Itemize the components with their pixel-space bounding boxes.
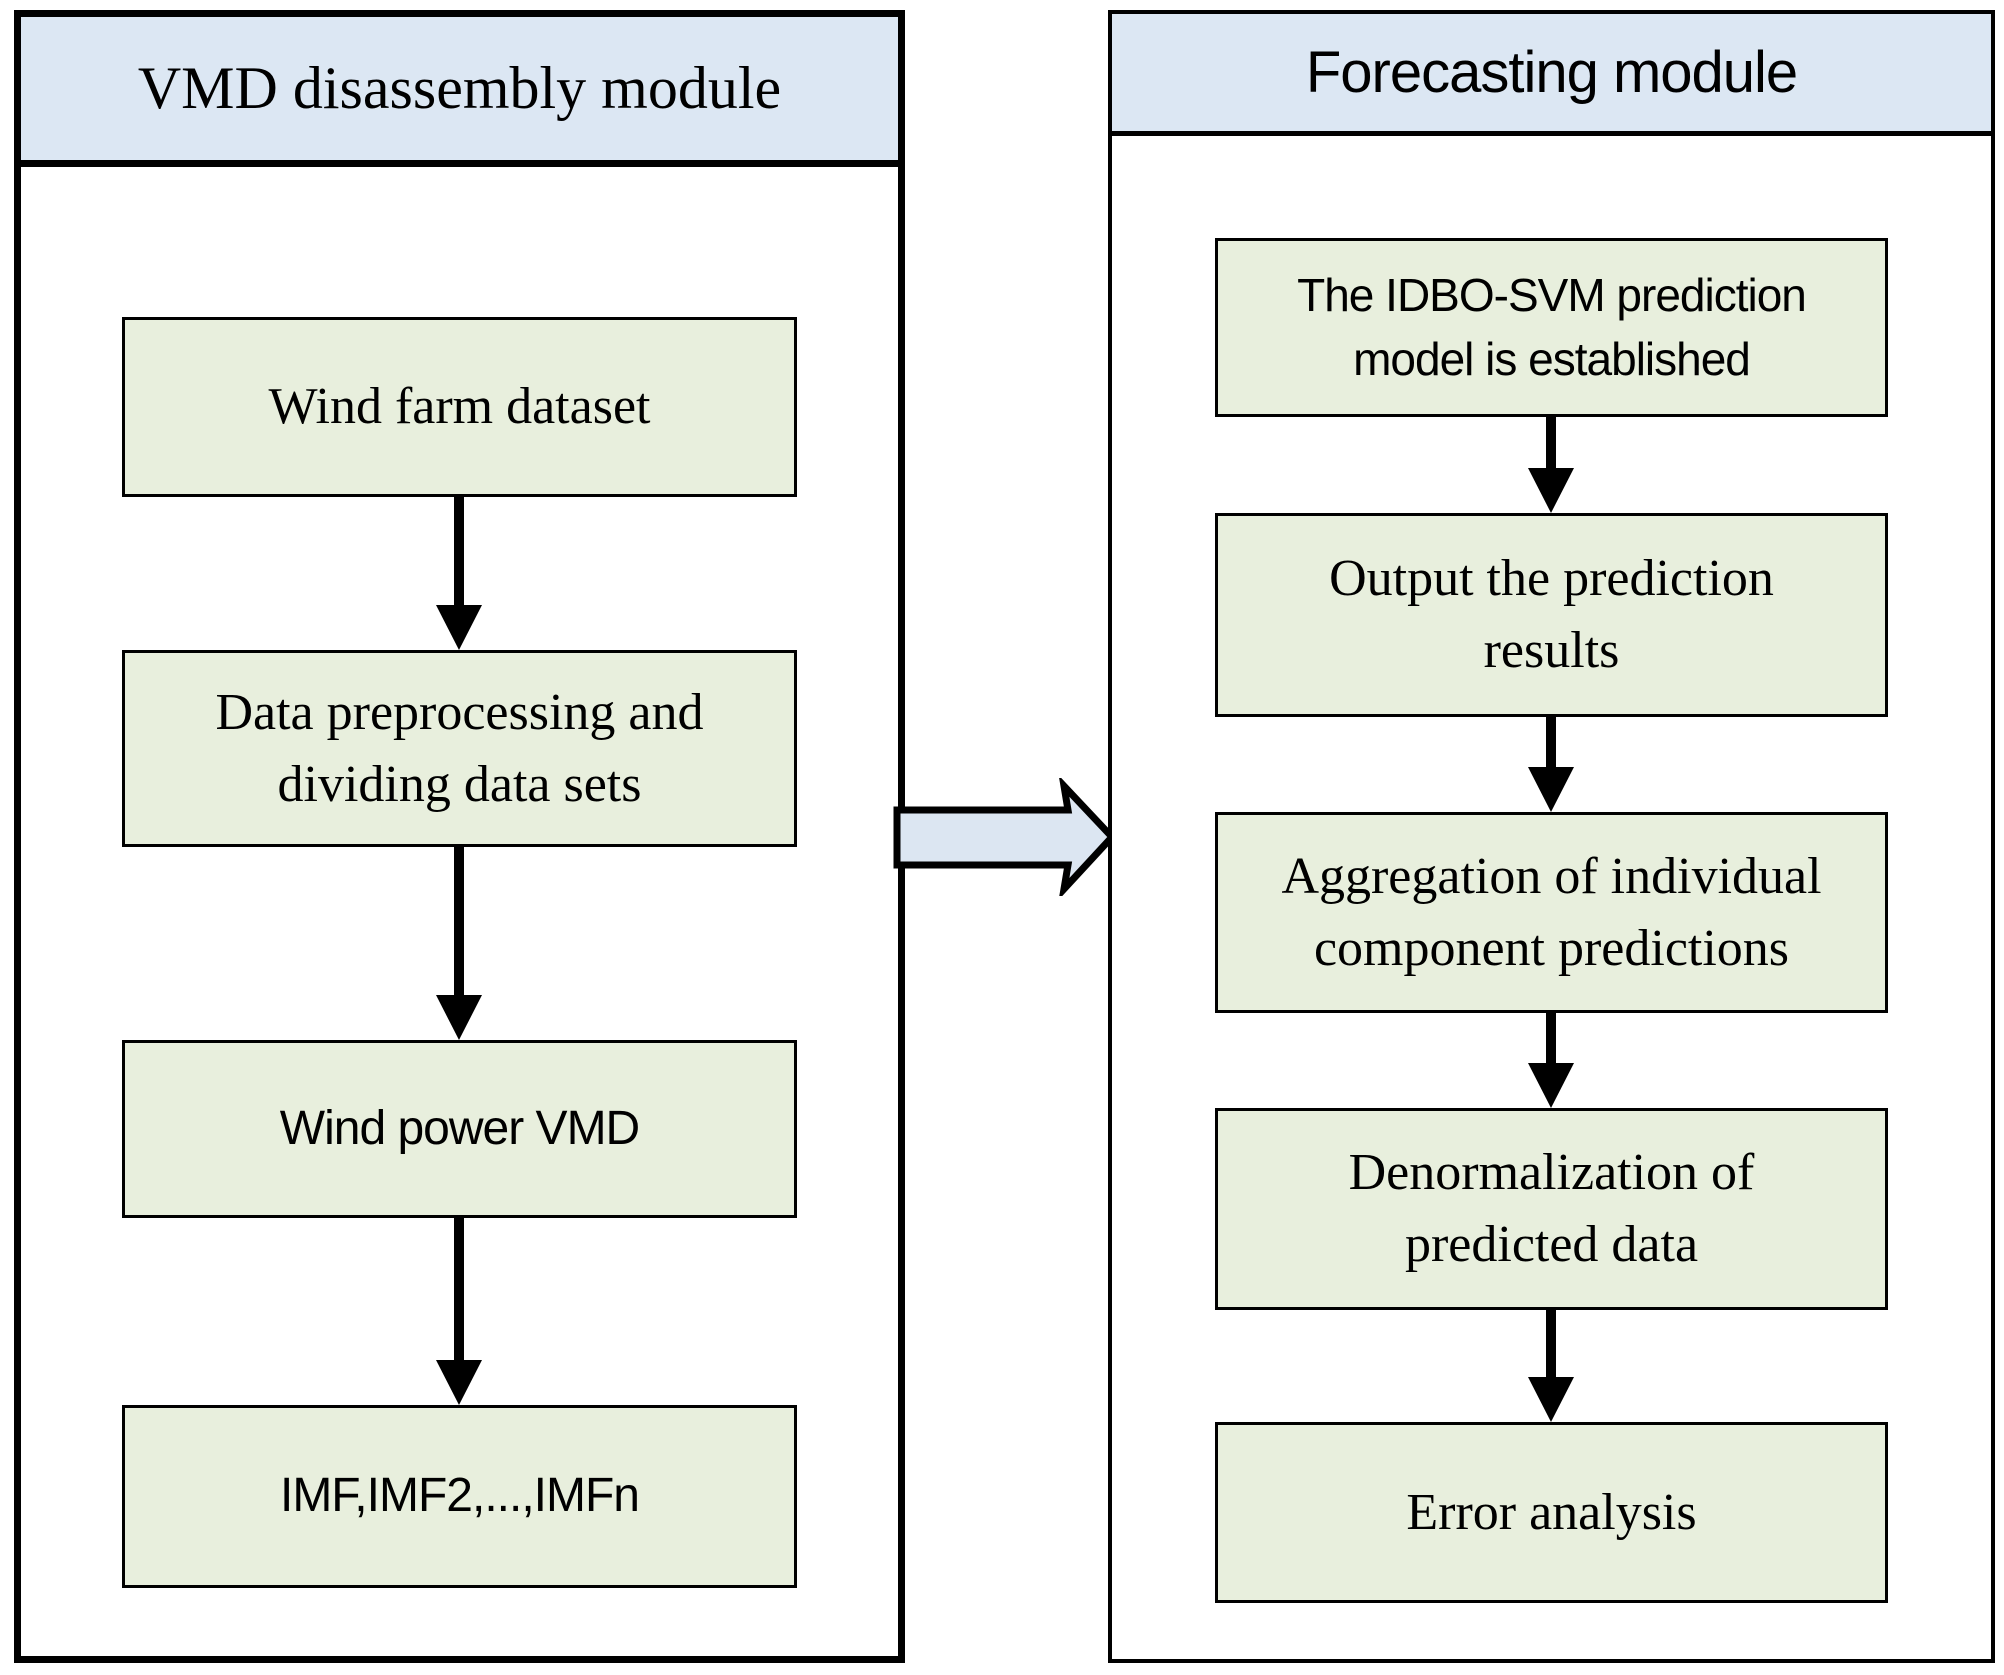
box-aggregation-predictions: Aggregation of individual component pred…: [1215, 812, 1888, 1013]
module-vmd-title: VMD disassembly module: [137, 55, 782, 121]
module-connector-arrow-icon: [893, 778, 1117, 896]
flow-arrow-down: [436, 497, 482, 650]
flow-arrow-down: [436, 847, 482, 1040]
flow-arrow-down: [1528, 717, 1574, 812]
arrow-head-icon: [436, 1360, 482, 1405]
flow-arrow-down: [1528, 1310, 1574, 1422]
box-aggregation-predictions-label: Aggregation of individual component pred…: [1281, 847, 1822, 977]
flow-arrow-down: [436, 1218, 482, 1405]
box-data-preprocessing: Data preprocessing and dividing data set…: [122, 650, 797, 847]
box-denormalization: Denormalization of predicted data: [1215, 1108, 1888, 1310]
box-error-analysis: Error analysis: [1215, 1422, 1888, 1603]
arrow-head-icon: [436, 995, 482, 1040]
box-wind-farm-dataset: Wind farm dataset: [122, 317, 797, 497]
flow-arrow-down: [1528, 417, 1574, 513]
module-forecasting-title: Forecasting module: [1305, 40, 1798, 105]
module-forecasting-header: Forecasting module: [1112, 14, 1991, 136]
arrow-stem: [454, 847, 464, 995]
arrow-stem: [454, 1218, 464, 1360]
arrow-head-icon: [1528, 767, 1574, 812]
box-data-preprocessing-label: Data preprocessing and dividing data set…: [215, 683, 704, 813]
arrow-head-icon: [1528, 1063, 1574, 1108]
box-output-prediction-results: Output the prediction results: [1215, 513, 1888, 717]
flow-arrow-down: [1528, 1013, 1574, 1108]
box-wind-farm-dataset-label: Wind farm dataset: [268, 378, 651, 436]
arrow-head-icon: [436, 605, 482, 650]
arrow-stem: [1546, 1310, 1556, 1377]
module-vmd-header: VMD disassembly module: [21, 17, 898, 167]
box-idbo-svm-model-label: The IDBO-SVM prediction model is establi…: [1297, 269, 1807, 385]
arrow-stem: [454, 497, 464, 605]
arrow-stem: [1546, 1013, 1556, 1063]
arrow-head-icon: [1528, 468, 1574, 513]
box-error-analysis-label: Error analysis: [1406, 1483, 1697, 1541]
arrow-head-icon: [1528, 1377, 1574, 1422]
arrow-stem: [1546, 417, 1556, 468]
box-denormalization-label: Denormalization of predicted data: [1348, 1144, 1755, 1273]
box-output-prediction-results-label: Output the prediction results: [1329, 550, 1774, 679]
box-wind-power-vmd: Wind power VMD: [122, 1040, 797, 1218]
box-imf-components: IMF,IMF2,...,IMFn: [122, 1405, 797, 1588]
arrow-stem: [1546, 717, 1556, 767]
box-wind-power-vmd-label: Wind power VMD: [279, 1101, 640, 1155]
box-imf-components-label: IMF,IMF2,...,IMFn: [279, 1469, 640, 1523]
box-idbo-svm-model: The IDBO-SVM prediction model is establi…: [1215, 238, 1888, 417]
